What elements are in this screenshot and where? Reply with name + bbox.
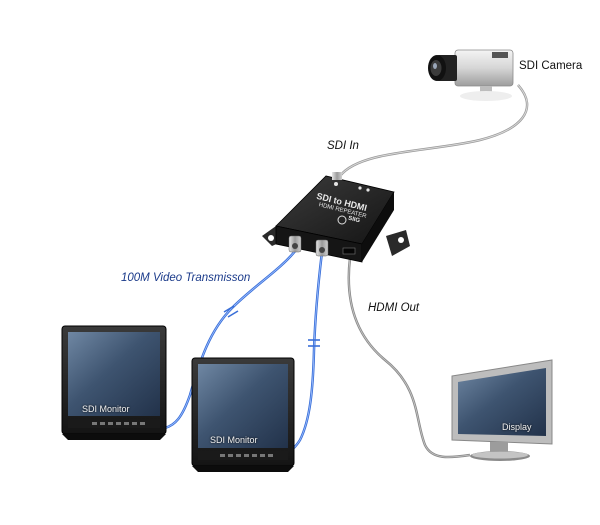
monitor-1-screen-label: SDI Monitor	[82, 404, 130, 414]
cable-break-icon	[223, 305, 239, 318]
sdi-monitor-2	[191, 357, 295, 472]
bnc-connector-1	[288, 235, 302, 253]
monitor-2-screen-label: SDI Monitor	[210, 435, 258, 445]
bnc-connector-2	[315, 239, 329, 257]
video-transmission-label: 100M Video Transmisson	[121, 272, 251, 284]
sdi-monitor-1	[61, 325, 167, 440]
cable-break-icon	[308, 339, 320, 347]
sdi-to-hdmi-repeater	[262, 172, 410, 263]
sdi-camera	[428, 49, 514, 101]
brand-logo-icon	[337, 215, 347, 225]
hdmi-out-label: HDMI Out	[368, 302, 420, 314]
hdmi-port	[342, 247, 356, 255]
display-screen-label: Display	[502, 422, 532, 432]
sdi-in-label: SDI In	[327, 140, 359, 152]
sdi-camera-label: SDI Camera	[519, 60, 583, 72]
hdmi-display	[451, 359, 553, 461]
